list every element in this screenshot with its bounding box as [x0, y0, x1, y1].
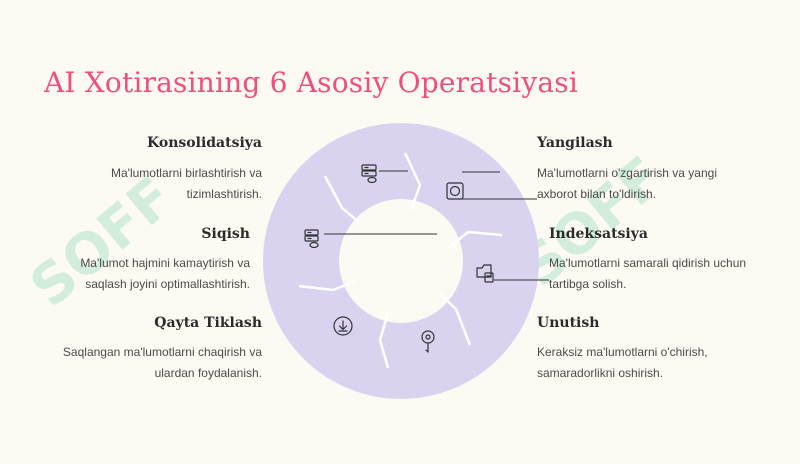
download-icon [333, 316, 353, 336]
op-desc-siqish: Ma'lumot hajmini kamaytirish va saqlash … [80, 256, 250, 291]
op-title-unutish: Unutish [537, 315, 600, 331]
ring-segments [263, 123, 539, 399]
ring-divider [298, 279, 357, 292]
op-desc-qayta-tiklash: Saqlangan ma'lumotlarni chaqirish va ula… [62, 345, 262, 380]
connectors [324, 170, 549, 281]
op-title-konsolidatsiya: Konsolidatsiya [147, 135, 262, 151]
op-title-indeksatsiya: Indeksatsiya [549, 226, 648, 242]
ring-divider [403, 152, 422, 211]
ring-divider [446, 230, 503, 250]
op-title-siqish: Siqish [201, 226, 250, 242]
ring-dividers [298, 152, 503, 369]
ring-divider [323, 175, 362, 225]
pointer-icon [421, 330, 435, 353]
ring-band [263, 123, 539, 399]
page-title: AI Xotirasining 6 Asosiy Operatsiyasi [44, 66, 578, 99]
folder-icon [476, 264, 494, 283]
database-icon [361, 164, 377, 184]
ring-divider [378, 312, 390, 369]
op-title-qayta-tiklash: Qayta Tiklash [154, 315, 262, 331]
op-desc-konsolidatsiya: Ma'lumotlarni birlashtirish va tizimlash… [110, 166, 262, 201]
refresh-icon [446, 182, 464, 200]
server-icon [304, 229, 319, 249]
ring-divider [439, 293, 472, 346]
op-desc-indeksatsiya: Ma'lumotlarni samarali qidirish uchun ta… [549, 256, 747, 291]
op-title-yangilash: Yangilash [537, 135, 613, 151]
op-desc-unutish: Keraksiz ma'lumotlarni o'chirish, samara… [537, 345, 708, 380]
op-desc-yangilash: Ma'lumotlarni o'zgartirish va yangi axbo… [537, 166, 717, 201]
